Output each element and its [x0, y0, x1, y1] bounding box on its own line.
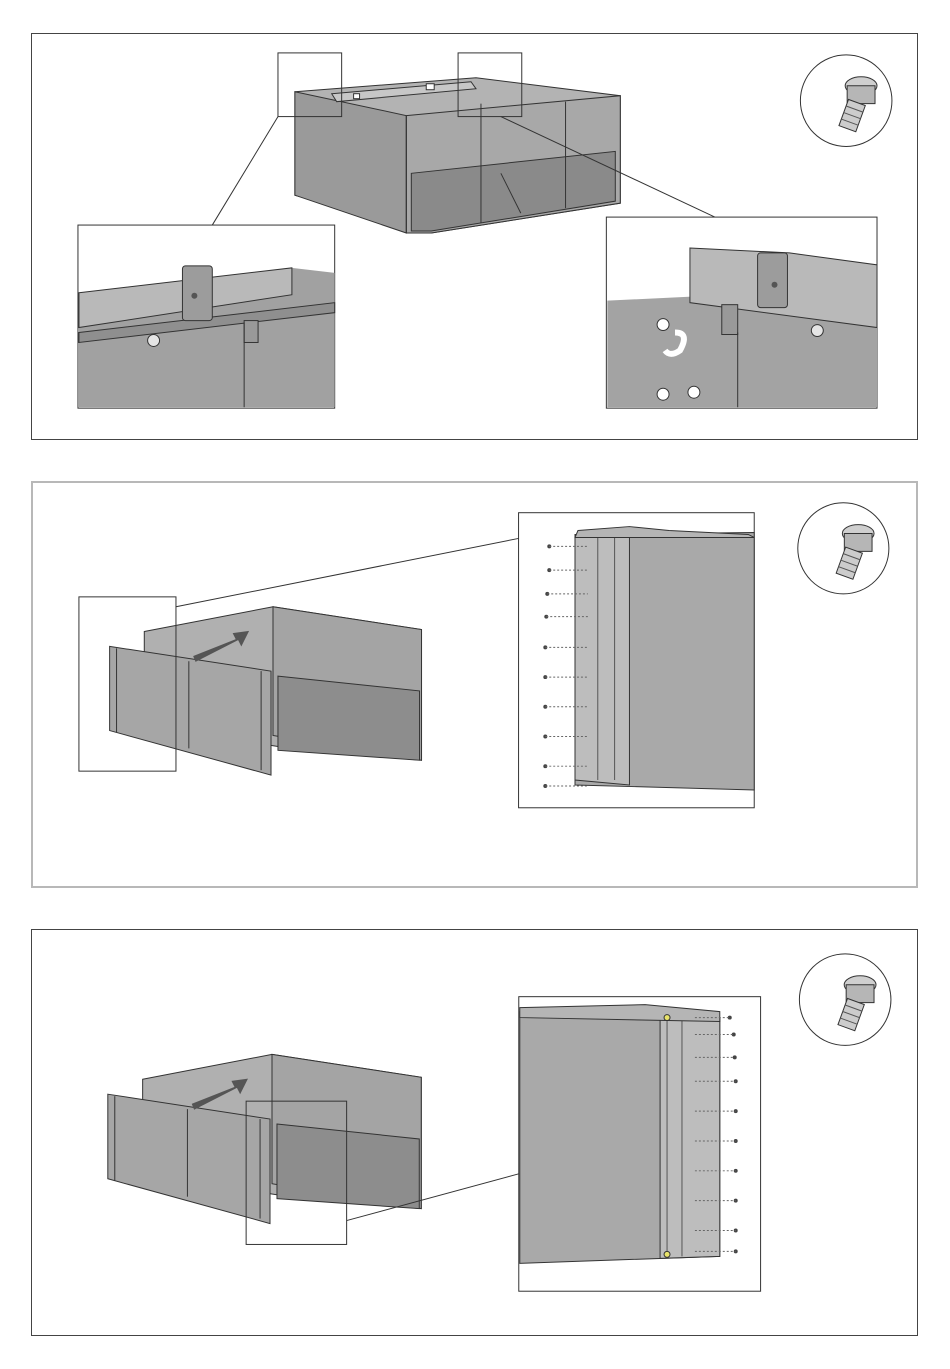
torx-screw-icon [800, 55, 892, 147]
cabinet-with-back-panel [110, 607, 422, 775]
cabinet-with-back-panel [108, 1054, 421, 1223]
assembly-step-3 [31, 929, 918, 1336]
step-2-illustration [33, 483, 916, 886]
torx-screw-icon [799, 954, 891, 1046]
assembly-step-1 [31, 33, 918, 440]
torx-screw-icon [798, 503, 889, 594]
assembly-step-2 [31, 481, 918, 888]
step-1-illustration [32, 34, 917, 439]
detail-view-left [78, 225, 335, 408]
detail-view [519, 997, 761, 1292]
step-3-illustration [32, 930, 917, 1335]
detail-view [519, 513, 755, 808]
detail-view-right [606, 217, 877, 408]
